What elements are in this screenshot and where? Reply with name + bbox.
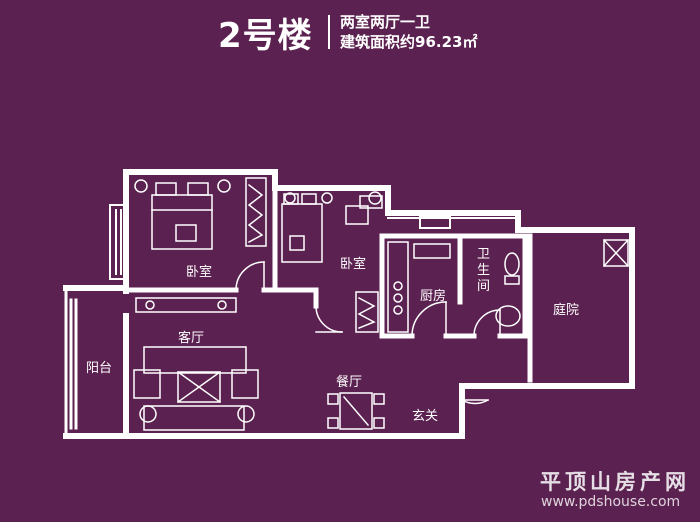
room-label-kitchen: 厨房	[420, 288, 446, 304]
window-strip	[387, 215, 519, 229]
room-label-bedroom-2: 卧室	[340, 256, 366, 272]
header: 2号楼 两室两厅一卫 建筑面积约96.23㎡	[0, 0, 700, 60]
bay-window	[109, 204, 127, 280]
floor-area: 建筑面积约96.23㎡	[340, 33, 478, 51]
desk	[345, 191, 383, 225]
outer-walls	[63, 169, 635, 439]
balcony-edge	[64, 286, 78, 438]
sofa-set	[133, 346, 259, 431]
watermark-site-name: 平顶山房产网	[540, 470, 690, 494]
layout-type: 两室两厅一卫	[340, 13, 431, 31]
room-label-bedroom-1: 卧室	[186, 264, 212, 280]
room-label-balcony: 阳台	[86, 361, 112, 376]
building-number: 2号楼	[218, 16, 313, 56]
room-label-bathroom-2: 生	[477, 263, 490, 278]
wardrobe-1	[245, 177, 267, 247]
room-label-bathroom-1: 卫	[477, 247, 490, 262]
bed-2	[281, 192, 333, 263]
wardrobe-2	[355, 291, 379, 333]
room-label-bathroom-3: 间	[477, 279, 490, 294]
header-divider	[328, 15, 330, 49]
tv-cabinet	[135, 297, 237, 313]
room-label-living-room: 客厅	[178, 330, 204, 346]
watermark-url: www.pdshouse.com	[541, 494, 681, 510]
bathroom-fixtures	[495, 238, 630, 327]
kitchen-counter	[387, 241, 451, 333]
door-swings	[235, 261, 501, 405]
bed-1	[134, 179, 231, 250]
room-label-courtyard: 庭院	[553, 302, 579, 318]
interior-walls	[123, 185, 533, 383]
room-label-entrance: 玄关	[412, 409, 438, 424]
room-label-dining-room: 餐厅	[336, 374, 362, 390]
dining-table	[327, 392, 385, 430]
